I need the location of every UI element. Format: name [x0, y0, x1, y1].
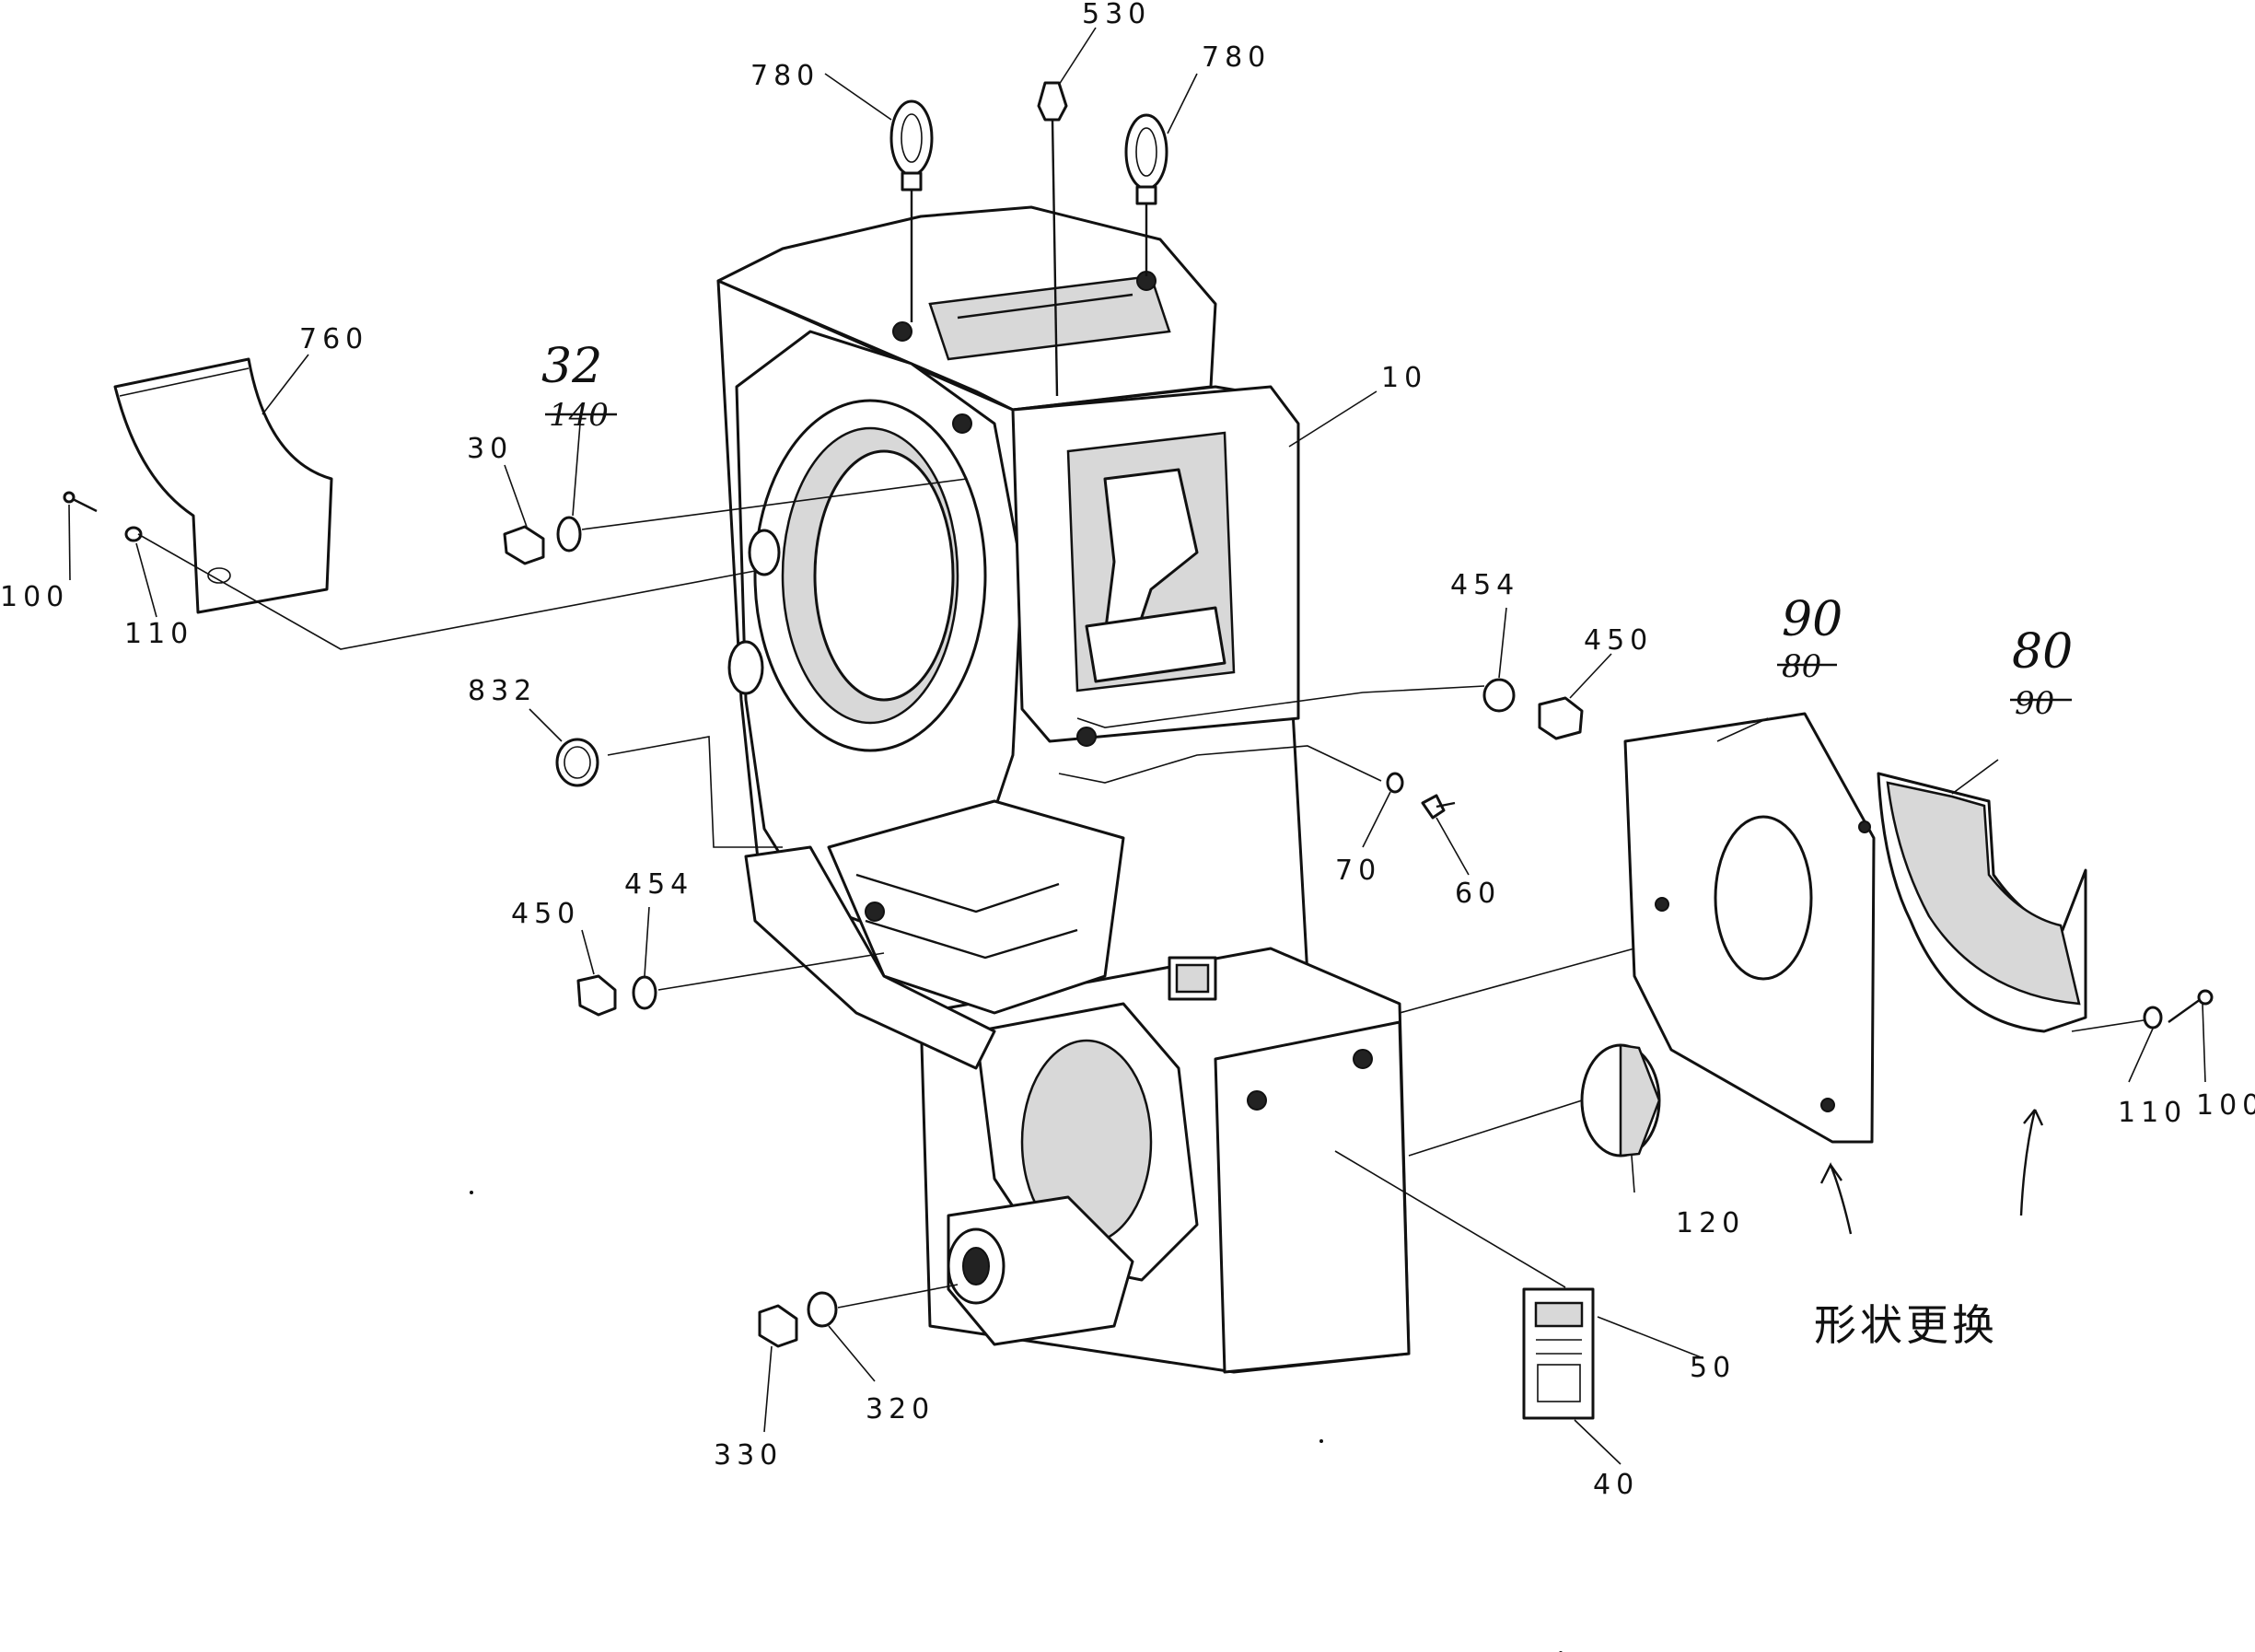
oring-70	[1386, 772, 1404, 794]
label-80-struck: 80	[1782, 648, 1821, 685]
leader-320	[837, 1284, 959, 1309]
label-454-right: 454	[1450, 569, 1519, 601]
oring-454-left	[632, 975, 657, 1010]
leader-832	[607, 736, 783, 848]
main-housing	[716, 205, 1411, 1374]
leader-120	[1408, 1099, 1583, 1157]
plug-330	[758, 1304, 798, 1348]
handwritten-arrow-80	[2019, 1109, 2044, 1216]
ring-832	[555, 738, 599, 787]
label-40: 40	[1593, 1469, 1639, 1501]
plate-90	[1623, 712, 1876, 1144]
washer-110-left	[124, 526, 143, 542]
leader-70	[1058, 745, 1382, 784]
plug-30	[503, 525, 545, 565]
nameplate-40	[1522, 1287, 1595, 1420]
label-30: 30	[467, 433, 513, 465]
label-530: 530	[1082, 0, 1151, 30]
label-70: 70	[1335, 855, 1381, 887]
eye-bolt-780-right	[1124, 113, 1168, 276]
leader-454-right	[1076, 685, 1485, 728]
leader-nameplate	[1334, 1150, 1566, 1288]
label-832: 832	[468, 675, 537, 707]
label-90-handwritten: 90	[1782, 592, 1842, 647]
label-780-left: 780	[750, 60, 819, 92]
bolt-100-left	[63, 491, 98, 513]
label-454-left: 454	[624, 868, 693, 901]
cover-120	[1580, 1043, 1661, 1158]
plug-450-right	[1538, 696, 1584, 740]
label-450-right: 450	[1584, 624, 1653, 657]
leader-760-housing	[137, 533, 756, 650]
label-100-right: 100	[2196, 1089, 2255, 1122]
label-330: 330	[714, 1439, 783, 1472]
breather-530	[1037, 81, 1068, 397]
label-450-left: 450	[511, 898, 580, 930]
label-80-handwritten: 80	[2012, 624, 2073, 680]
leader-plate-90	[1399, 948, 1635, 1014]
washer-110-right	[2143, 1006, 2163, 1030]
plug-450-left	[576, 974, 617, 1017]
label-320: 320	[866, 1393, 935, 1425]
label-760: 760	[299, 323, 368, 355]
handwritten-note: 形状更换	[1814, 1300, 1998, 1350]
handwritten-arrow-90	[1819, 1162, 1853, 1235]
label-90-struck: 90	[2015, 685, 2054, 722]
eye-bolt-780-left	[889, 99, 934, 322]
speck	[1319, 1439, 1323, 1443]
label-leaders	[68, 27, 2206, 1465]
label-120: 120	[1676, 1207, 1745, 1239]
speck	[470, 1191, 473, 1194]
label-780-right: 780	[1202, 41, 1271, 74]
oring-454-right	[1482, 678, 1516, 713]
label-60: 60	[1455, 878, 1501, 910]
label-110-left: 110	[124, 618, 193, 650]
label-32-handwritten: 32	[541, 339, 602, 394]
cover-80	[1877, 772, 2087, 1033]
bolt-100-right	[2168, 989, 2214, 1023]
label-100-left: 100	[0, 581, 69, 613]
label-110-right: 110	[2118, 1097, 2187, 1129]
leader-140	[581, 478, 968, 530]
screw-60	[1421, 794, 1456, 820]
leader-454-left	[657, 952, 885, 991]
leader-110-right	[2071, 1019, 2145, 1032]
oring-140	[556, 516, 582, 553]
cover-760	[113, 357, 333, 614]
label-50: 50	[1690, 1352, 1736, 1384]
oring-320	[807, 1291, 838, 1328]
label-10: 10	[1381, 362, 1427, 394]
